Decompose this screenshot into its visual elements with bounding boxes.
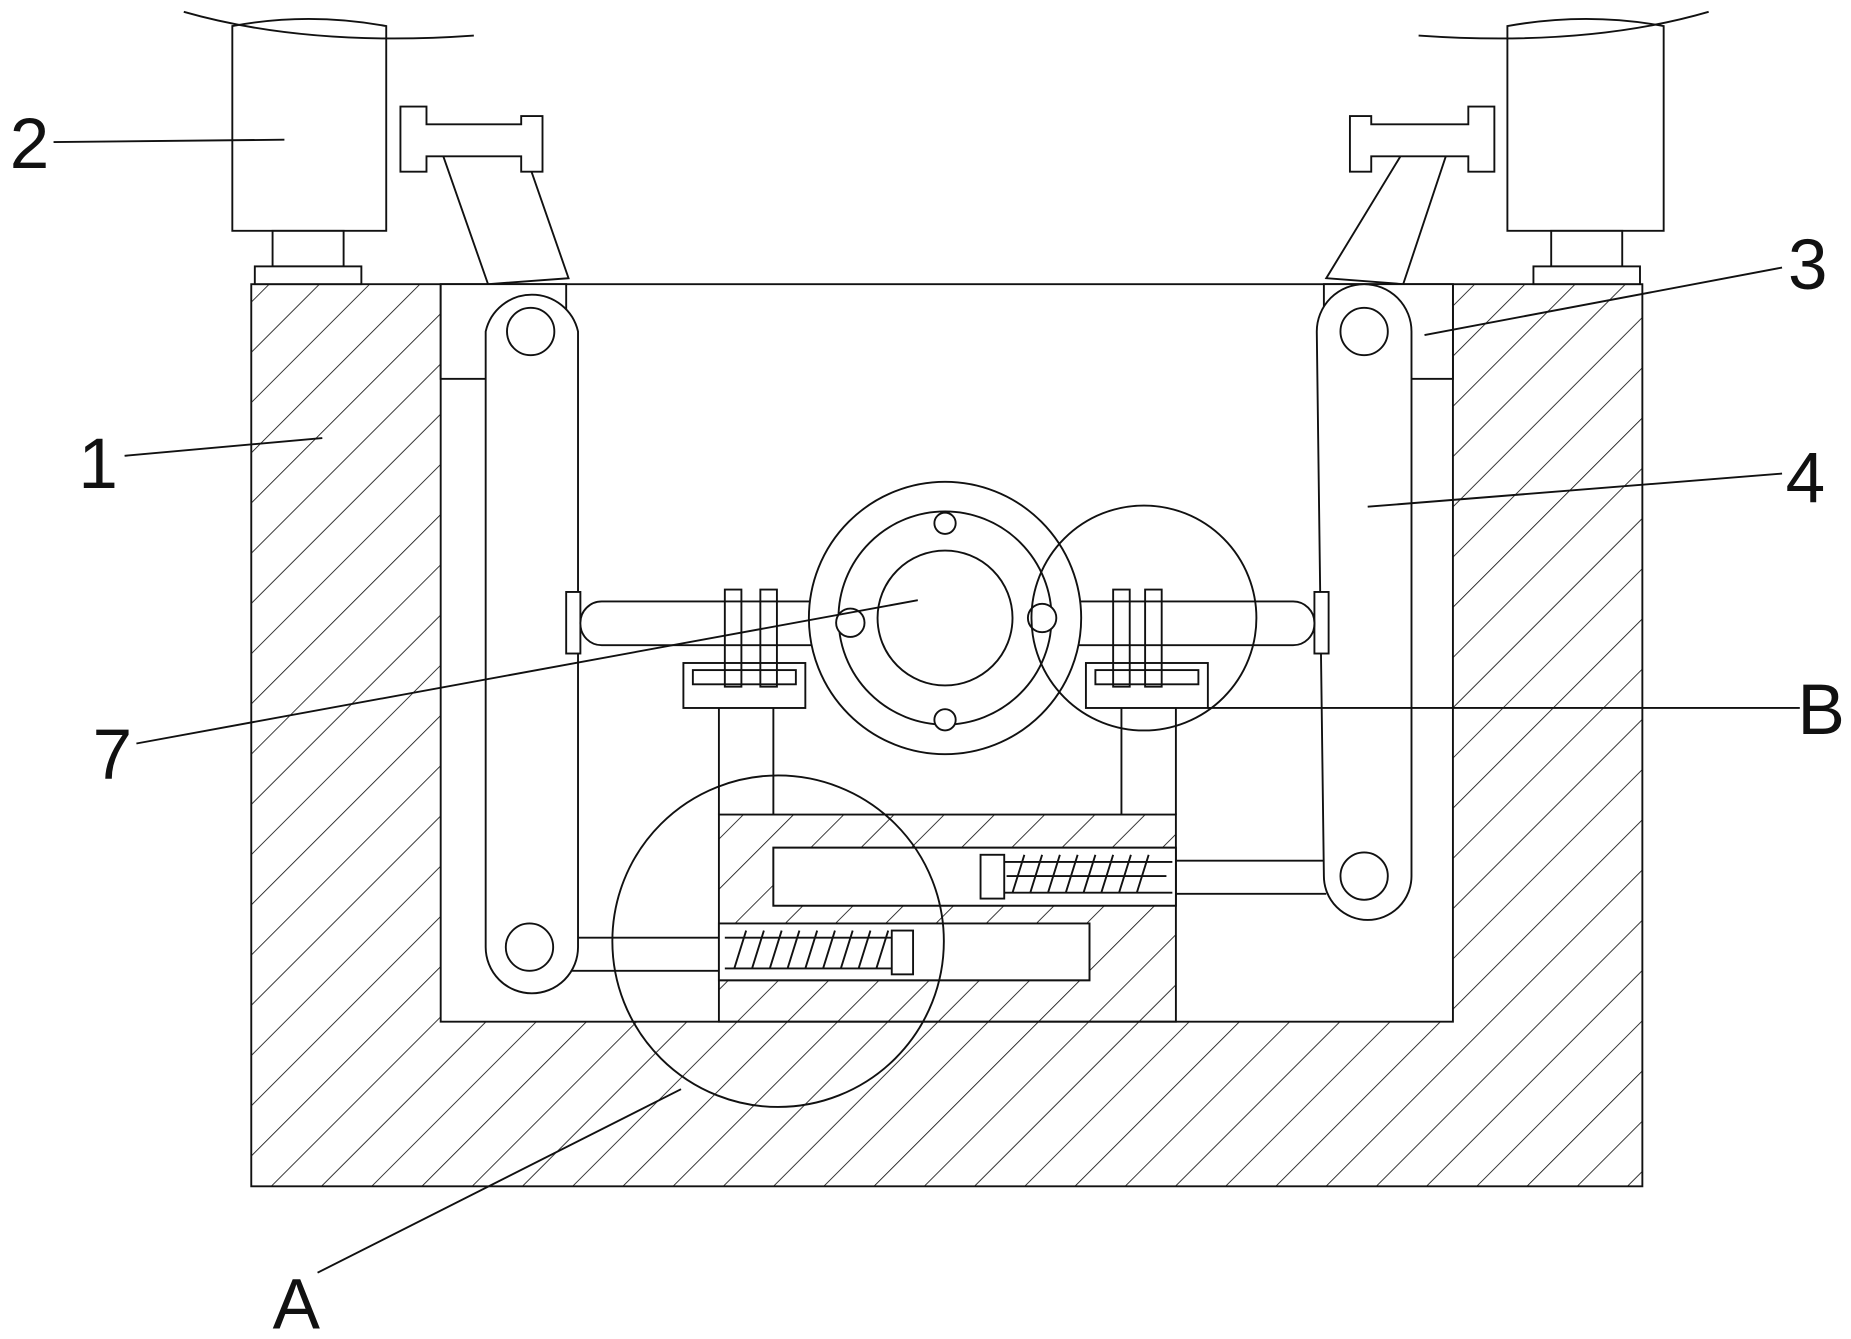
spring-housing-block (719, 815, 1176, 1022)
right-link-arm (1317, 284, 1412, 920)
label-7: 7 (93, 716, 132, 795)
label-b: B (1797, 671, 1844, 750)
gear (809, 482, 1081, 754)
right-clamp-jaw (1326, 107, 1494, 285)
label-2: 2 (10, 105, 49, 184)
label-1: 1 (78, 425, 117, 504)
left-link-arm (486, 295, 578, 994)
label-3: 3 (1788, 226, 1828, 305)
upper-spring (981, 855, 1173, 899)
label-a: A (273, 1265, 321, 1339)
left-clamp-jaw (400, 107, 568, 285)
label-4: 4 (1786, 439, 1825, 518)
